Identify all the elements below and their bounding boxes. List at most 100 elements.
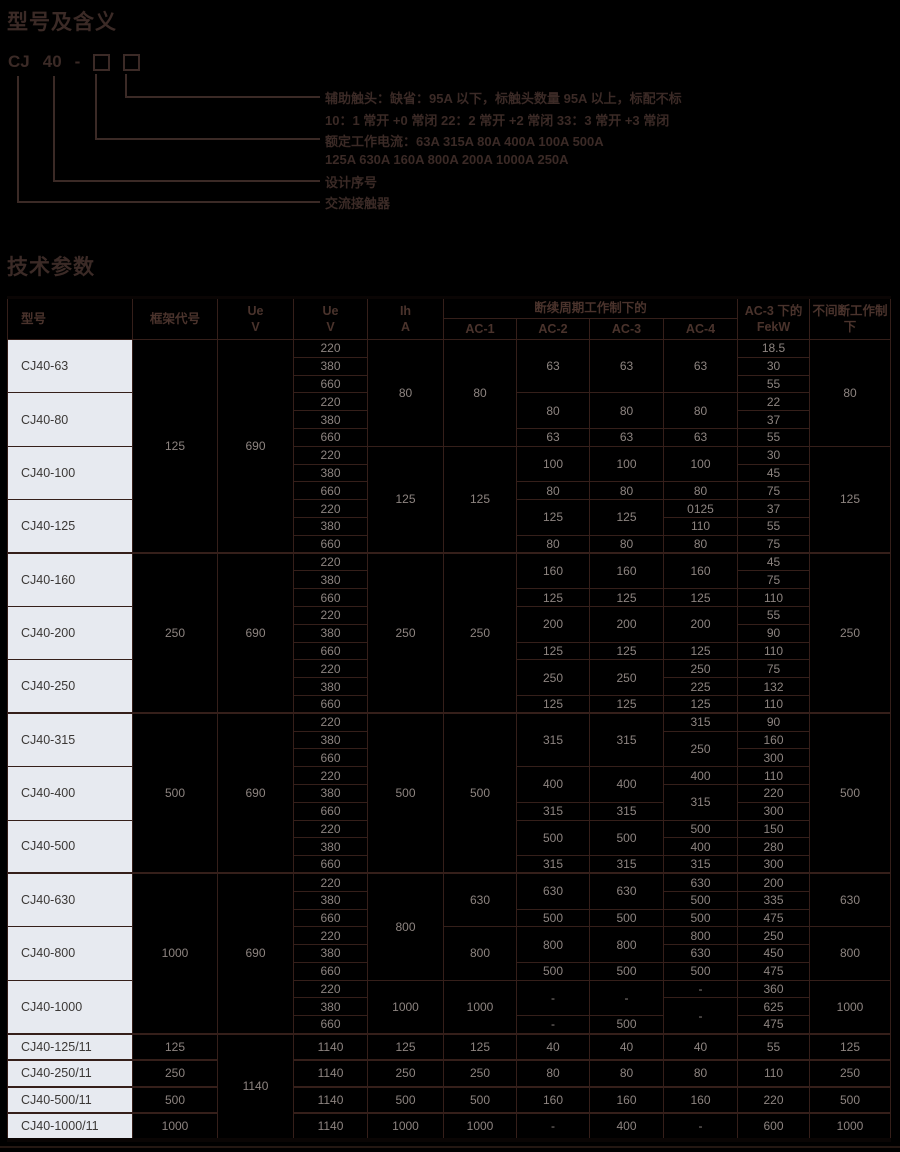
pointer-line-ac-contactor <box>17 76 320 203</box>
value-cell: 660 <box>293 748 368 768</box>
value-cell: 690 <box>217 712 294 874</box>
model-cell: CJ40-100 <box>7 445 133 501</box>
model-cell: CJ40-1000 <box>7 979 133 1035</box>
value-cell: 125 <box>809 1032 892 1061</box>
value-cell: 80 <box>662 1059 739 1088</box>
model-cell: CJ40-125/11 <box>7 1032 133 1061</box>
model-cell: CJ40-315 <box>7 712 133 768</box>
value-cell: 660 <box>293 1015 368 1035</box>
value-cell: 45 <box>737 463 811 483</box>
header-cell: Ue V <box>293 297 368 340</box>
value-cell: 475 <box>737 1015 811 1035</box>
pointer-line-aux-contact <box>125 74 320 98</box>
value-cell: - <box>516 979 590 1017</box>
bottom-divider-line <box>0 1146 900 1148</box>
value-cell: 380 <box>293 356 368 376</box>
value-cell: 500 <box>662 890 739 910</box>
value-cell: 450 <box>737 944 811 963</box>
value-cell: 630 <box>662 872 739 892</box>
value-cell: 315 <box>589 712 664 768</box>
value-cell: 500 <box>662 908 739 928</box>
value-cell: 400 <box>662 837 739 857</box>
value-cell: 100 <box>662 445 739 483</box>
diagram-label-aux-contact-line1: 辅助触头：缺省：95A 以下，标触头数量 95A 以上，标配不标 <box>325 91 682 106</box>
value-cell: 660 <box>293 374 368 394</box>
model-cell: CJ40-800 <box>7 926 133 981</box>
value-cell: 690 <box>217 552 294 714</box>
value-cell: 315 <box>516 801 590 821</box>
table-row: 660 55 <box>8 374 891 394</box>
header-cell: AC-2 <box>516 318 590 340</box>
value-cell: 250 <box>443 552 517 714</box>
value-cell: 55 <box>737 605 811 625</box>
value-cell: 500 <box>589 908 664 928</box>
value-cell: 160 <box>662 552 739 590</box>
value-cell: 1000 <box>367 1112 444 1141</box>
value-cell: 40 <box>516 1032 590 1061</box>
value-cell: 80 <box>662 534 739 554</box>
value-cell: 220 <box>293 499 368 518</box>
value-cell: 250 <box>662 730 739 768</box>
value-cell: 125 <box>516 694 590 714</box>
value-cell: 55 <box>737 516 811 536</box>
value-cell: 315 <box>589 801 664 821</box>
value-cell: 400 <box>662 766 739 785</box>
value-cell: 160 <box>589 1085 664 1114</box>
model-cell: CJ40-80 <box>7 392 133 447</box>
value-cell: 500 <box>443 712 517 874</box>
model-cell: CJ40-1000/11 <box>7 1112 133 1141</box>
model-code-series: 40 <box>42 52 62 71</box>
value-cell: 250 <box>809 552 892 714</box>
value-cell: 630 <box>662 944 739 963</box>
value-cell: 315 <box>516 712 590 768</box>
value-cell: 40 <box>662 1032 739 1061</box>
value-cell: 55 <box>737 1032 811 1061</box>
value-cell: 380 <box>293 783 368 803</box>
diagram-label-ac-contactor: 交流接触器 <box>325 196 391 211</box>
value-cell: 475 <box>737 961 811 981</box>
value-cell: 125 <box>132 1032 218 1061</box>
aux-contact-code-box <box>123 53 141 71</box>
value-cell: 125 <box>589 694 664 714</box>
value-cell: 220 <box>293 979 368 999</box>
value-cell: 80 <box>367 339 444 447</box>
value-cell: 250 <box>367 1059 444 1088</box>
value-cell: 220 <box>293 712 368 732</box>
header-cell: 不间断工作制 下 <box>809 297 892 340</box>
value-cell: 500 <box>662 819 739 839</box>
value-cell: 160 <box>589 552 664 590</box>
value-cell: 80 <box>589 481 664 501</box>
value-cell: 55 <box>737 374 811 394</box>
value-cell: 125 <box>516 588 590 607</box>
model-cell: CJ40-500 <box>7 819 133 874</box>
value-cell: 220 <box>737 1085 811 1114</box>
model-cell: CJ40-500/11 <box>7 1085 133 1114</box>
value-cell: 315 <box>662 712 739 732</box>
value-cell: 80 <box>589 1059 664 1088</box>
value-cell: 380 <box>293 944 368 963</box>
value-cell: 1000 <box>443 979 517 1035</box>
model-cell: CJ40-160 <box>7 552 133 607</box>
value-cell: 125 <box>367 445 444 554</box>
header-cell: 框架代号 <box>132 297 218 340</box>
value-cell: 400 <box>589 766 664 803</box>
model-code-prefix: CJ <box>8 52 30 71</box>
value-cell: 660 <box>293 908 368 928</box>
value-cell: 225 <box>662 677 739 696</box>
value-cell: 500 <box>662 961 739 981</box>
value-cell: 80 <box>662 392 739 429</box>
